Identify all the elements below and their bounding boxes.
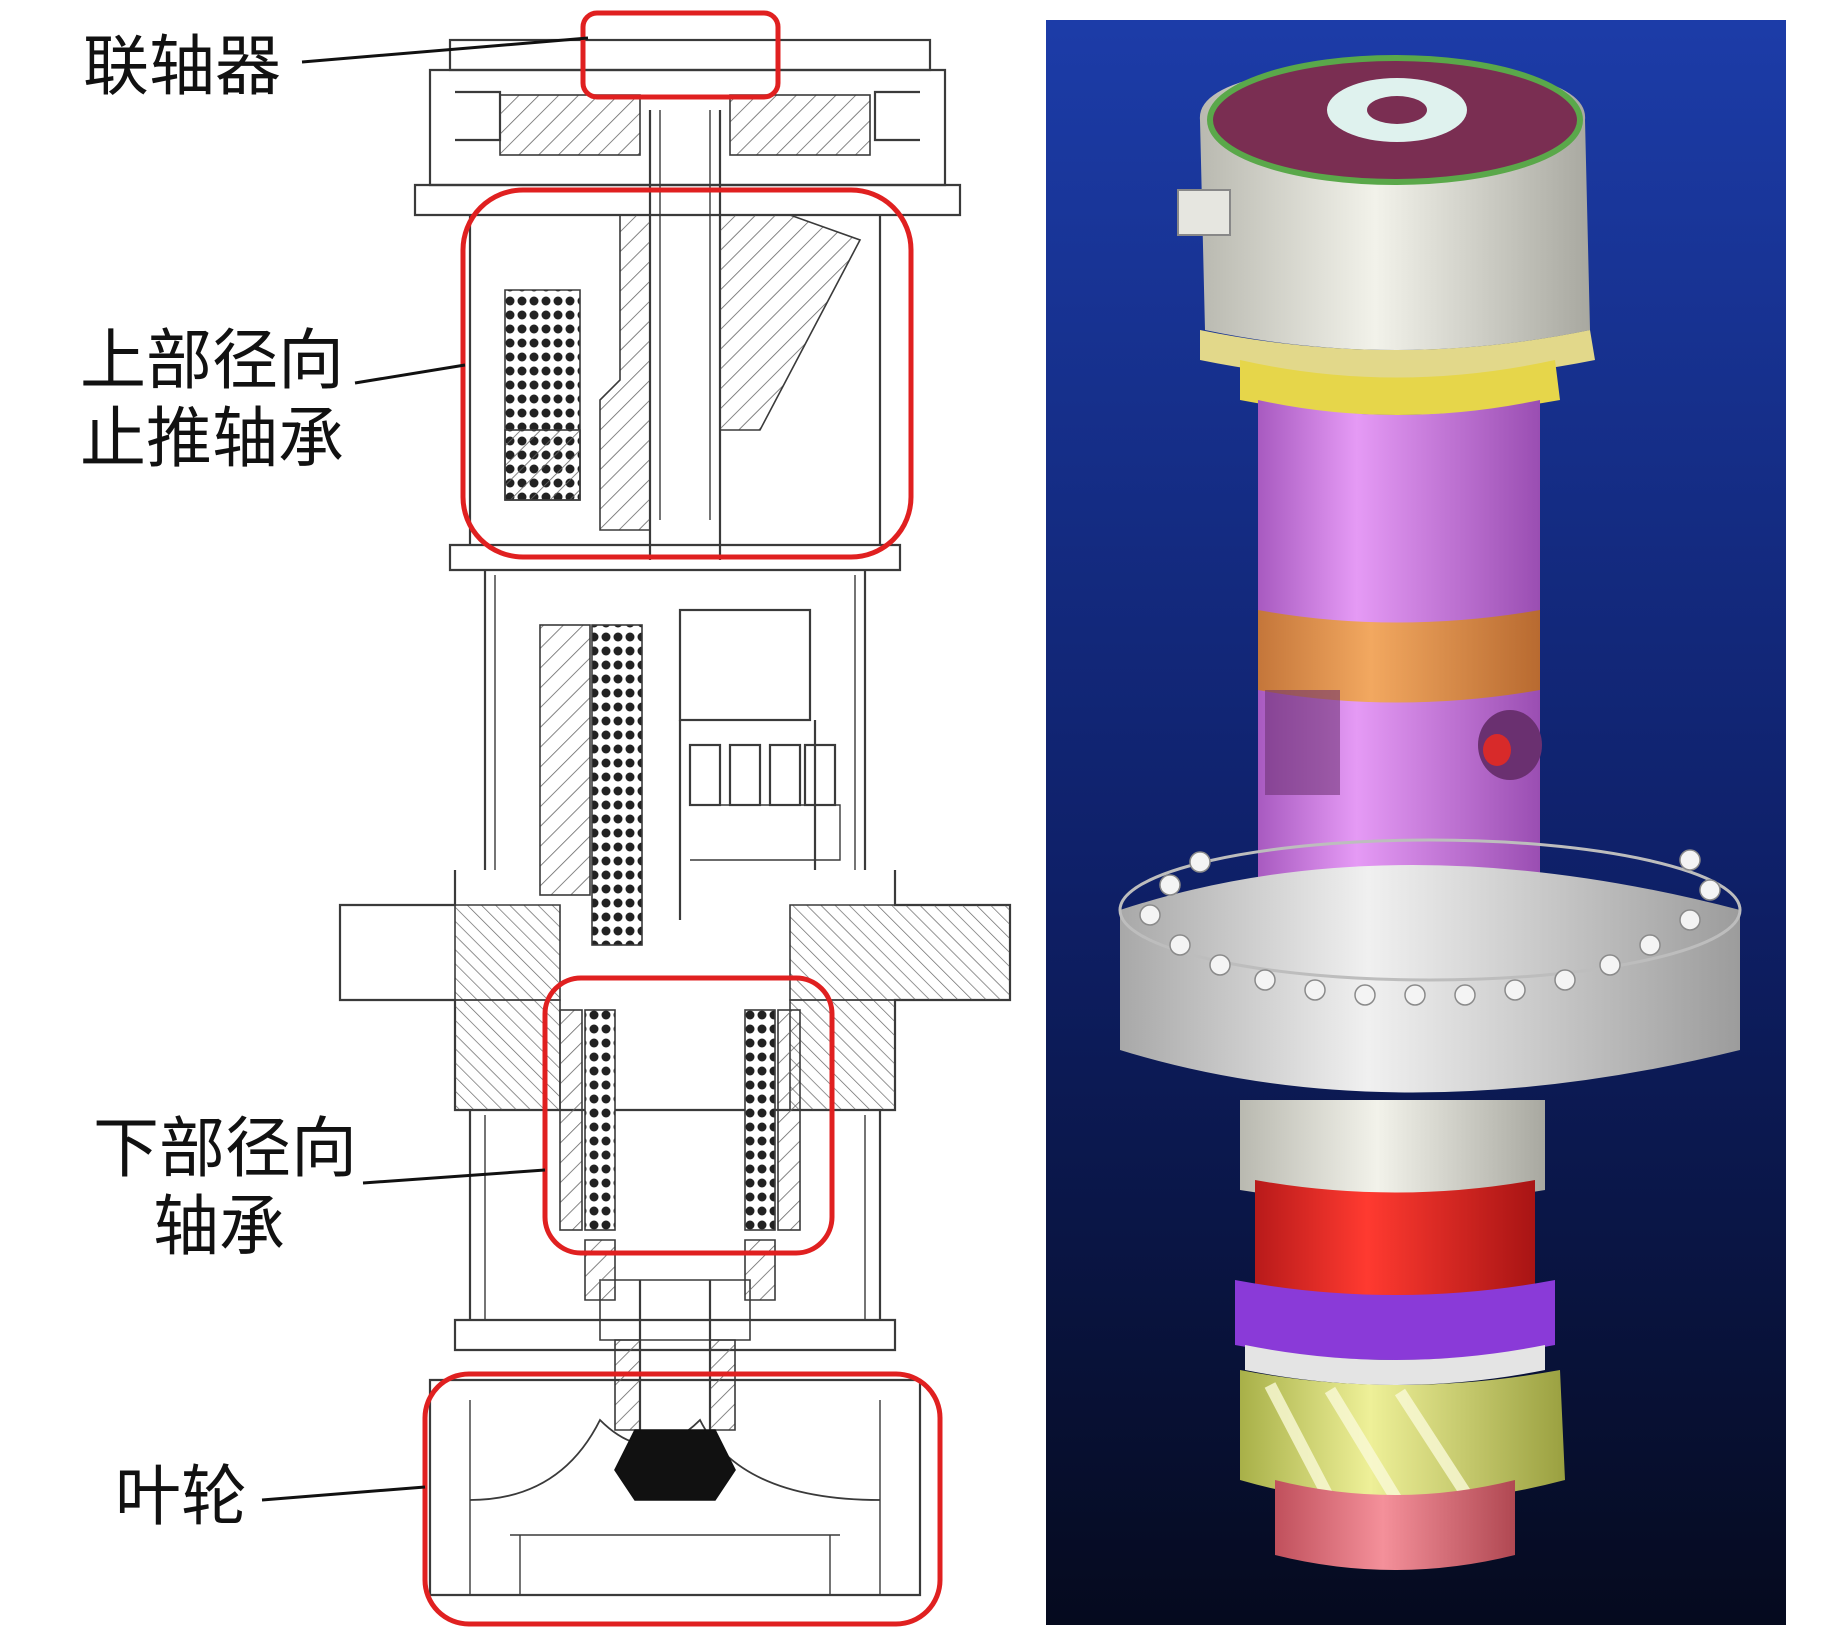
render-side-box <box>1177 189 1231 236</box>
render-orange-band <box>1258 610 1540 703</box>
coupling-label-text: 联轴器 <box>83 28 281 105</box>
impeller-leader-line <box>261 1485 426 1502</box>
hatched-sections <box>340 94 1011 1501</box>
lower-bearing-label-line2: 轴承 <box>153 1188 285 1265</box>
render-panel <box>1046 20 1786 1625</box>
render-yellow-ring-upper <box>1240 360 1560 415</box>
render-red-section <box>1255 1180 1535 1303</box>
upper-bearing-label-line1: 上部径向 <box>80 322 344 399</box>
lower-bearing-leader-line <box>362 1168 546 1185</box>
impeller-label: 叶轮 <box>115 1458 247 1536</box>
leader-lines <box>261 36 589 1502</box>
coupling-label: 联轴器 <box>83 28 281 106</box>
render-impeller <box>1240 1370 1565 1503</box>
lower-bearing-highlight-box <box>542 975 835 1256</box>
impeller-highlight-box <box>422 1371 943 1627</box>
upper-bearing-label: 上部径向 止推轴承 <box>80 322 344 478</box>
impeller-label-text: 叶轮 <box>115 1458 247 1535</box>
coupling-highlight-box <box>580 10 781 100</box>
lower-bearing-label: 下部径向 轴承 <box>93 1110 357 1266</box>
highlight-boxes <box>422 10 943 1627</box>
render-bottom-disc <box>1275 1480 1515 1570</box>
coupling-leader-line <box>301 36 589 64</box>
render-purple-ring <box>1235 1280 1555 1360</box>
upper-bearing-label-line2: 止推轴承 <box>80 400 344 477</box>
render-flange-bolts <box>1139 849 1721 1006</box>
upper-bearing-highlight-box <box>460 187 914 560</box>
upper-bearing-leader-line <box>354 363 466 385</box>
render-lower-collar <box>1240 1100 1545 1203</box>
lower-bearing-label-line1: 下部径向 <box>93 1110 357 1187</box>
